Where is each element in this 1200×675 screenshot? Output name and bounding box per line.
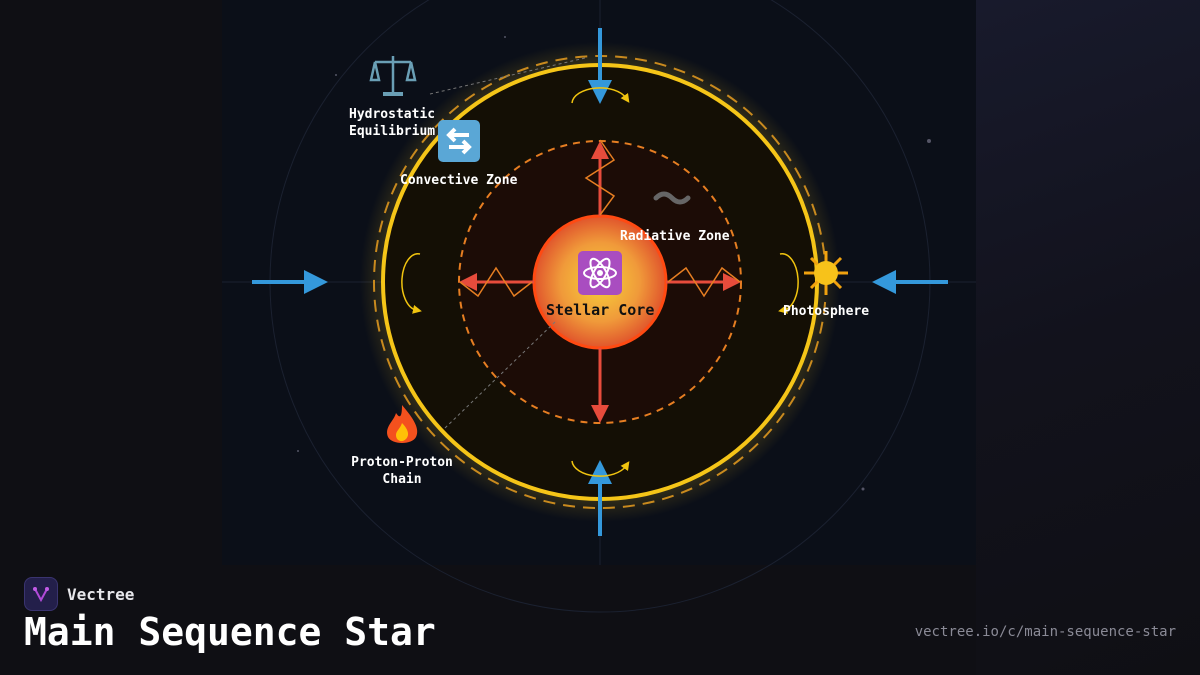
sun-icon	[804, 251, 848, 295]
brand-name: Vectree	[67, 584, 135, 604]
gravity-arrows	[252, 28, 948, 536]
hydrostatic-equilibrium-label: Hydrostatic Equilibrium	[349, 107, 436, 139]
atom-icon	[578, 251, 622, 295]
radiative-zone-label: Radiative Zone	[620, 229, 730, 244]
background-panel	[976, 0, 1200, 675]
scales-icon	[369, 56, 417, 96]
photon-zigzags	[459, 139, 741, 298]
stars-background	[297, 36, 931, 491]
convection-cycle-icon	[438, 120, 480, 162]
fire-icon	[387, 405, 418, 443]
radiation-arrows	[459, 141, 741, 423]
wave-icon	[653, 191, 691, 205]
photosphere-label: Photosphere	[783, 304, 870, 319]
connector-lines	[429, 57, 586, 429]
convective-zone-label: Convective Zone	[400, 173, 518, 188]
source-url[interactable]: vectree.io/c/main-sequence-star	[914, 624, 1176, 640]
brand: Vectree	[24, 577, 134, 611]
convection-arrows	[401, 87, 799, 477]
proton-proton-chain-label: Proton-Proton Chain	[351, 455, 453, 487]
page-title: Main Sequence Star	[24, 610, 436, 654]
vectree-logo-icon	[24, 577, 58, 611]
stellar-core-label: Stellar Core	[546, 301, 655, 319]
